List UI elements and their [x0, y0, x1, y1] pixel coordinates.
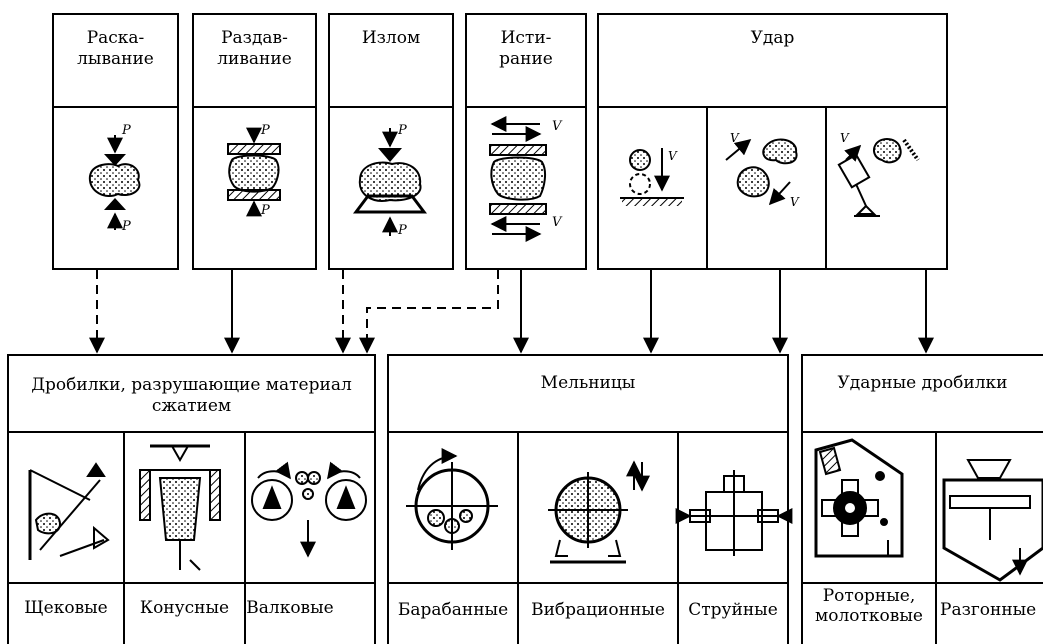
- method-box-splitting: [52, 13, 179, 270]
- abrasion-icon: V V: [489, 116, 563, 242]
- impact-collision-icon: V V: [725, 131, 800, 209]
- machine-label-accelerator: Разгонные: [940, 600, 1037, 620]
- group-box-compression-crushers: [7, 354, 376, 644]
- crushing-icon: P P: [227, 123, 281, 218]
- connectors: [89, 270, 934, 354]
- hammer-crusher-icon: [814, 438, 904, 558]
- machine-label-jaw: Щековые: [24, 598, 108, 618]
- force-label-p: P: [397, 223, 407, 238]
- force-label-v: V: [790, 195, 800, 209]
- vibration-mill-icon: [548, 460, 650, 564]
- machine-label-cone: Конусные: [139, 598, 230, 618]
- impact-hammer-icon: V: [837, 131, 920, 217]
- machine-label-roll: Валковые: [246, 598, 334, 618]
- group-box-impact-crushers: [801, 354, 1043, 644]
- machine-label-vibration: Вибрационные: [531, 600, 665, 620]
- impact-fall-icon: V: [620, 148, 684, 206]
- drum-mill-icon: [406, 448, 498, 550]
- splitting-icon: P P: [88, 123, 141, 234]
- dashed-arrow-abrasion-to-crushers: [359, 270, 499, 354]
- accelerator-crusher-icon: [942, 459, 1043, 582]
- force-label-v: V: [668, 149, 678, 163]
- method-box-impact: [597, 13, 948, 270]
- force-label-v: V: [552, 215, 563, 230]
- method-box-breaking: [328, 13, 454, 270]
- machine-label-hammer: Роторные, молотковые: [815, 586, 923, 626]
- force-label-p: P: [260, 123, 270, 138]
- method-box-crushing: [192, 13, 317, 270]
- cone-crusher-icon: [139, 444, 221, 571]
- machine-label-jet: Струйные: [688, 600, 778, 620]
- jet-mill-icon: [675, 470, 793, 556]
- force-label-v: V: [730, 131, 740, 145]
- group-box-mills: [387, 354, 789, 644]
- force-label-v: V: [552, 119, 563, 134]
- roll-crusher-icon: [251, 461, 367, 558]
- force-label-p: P: [397, 123, 407, 138]
- method-box-abrasion: [465, 13, 587, 270]
- impact-icon: V V V V: [620, 131, 920, 217]
- force-label-p: P: [121, 219, 131, 234]
- machine-label-drum: Барабанные: [397, 600, 509, 620]
- breaking-icon: P P: [353, 123, 427, 238]
- force-label-p: P: [260, 203, 270, 218]
- jaw-crusher-icon: [28, 462, 110, 560]
- force-label-v: V: [840, 131, 850, 145]
- force-label-p: P: [121, 123, 131, 138]
